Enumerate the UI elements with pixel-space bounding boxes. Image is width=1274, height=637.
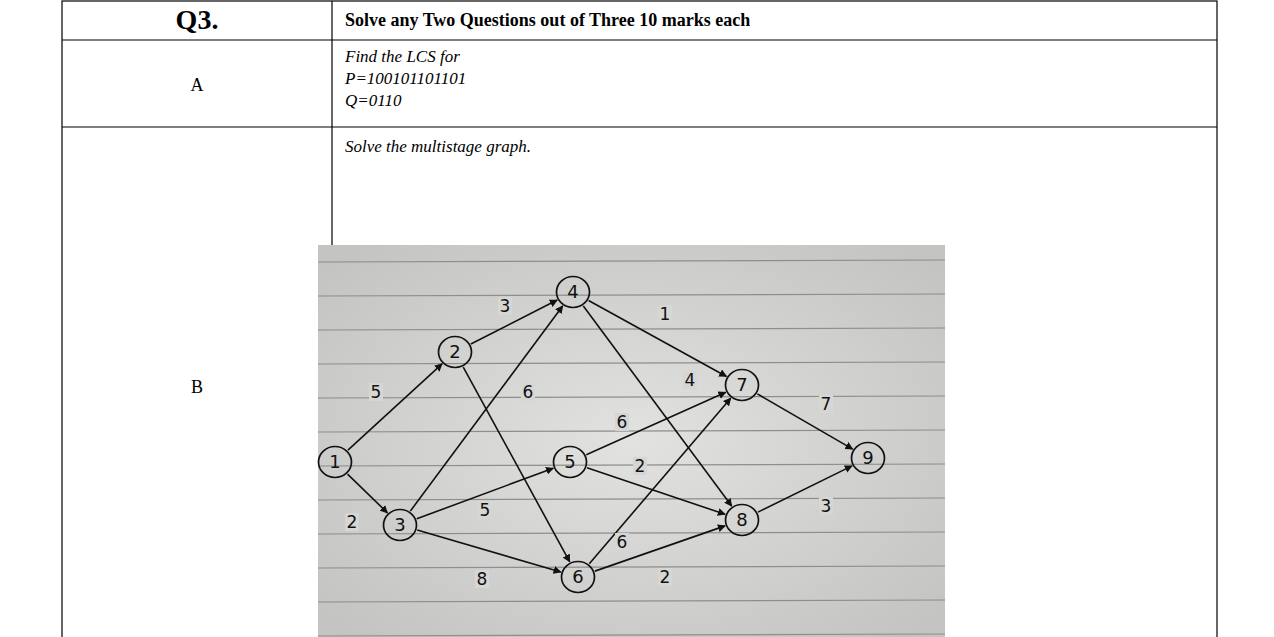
- edge-weight: 8: [475, 570, 490, 588]
- vertex-outline: [562, 562, 595, 593]
- graph-edge: [417, 468, 553, 519]
- graph-edge: [758, 466, 852, 512]
- sub-question-letter: A: [62, 74, 332, 96]
- graph-edge: [417, 530, 561, 572]
- question-number: Q3.: [62, 4, 332, 36]
- sub-question-letter: B: [62, 376, 332, 398]
- graph-edge: [471, 300, 557, 344]
- question-text: P=100101101101: [345, 68, 466, 90]
- vertex-number: 8: [736, 510, 747, 530]
- edge-weight: 3: [819, 497, 834, 515]
- vertex-outline: [726, 505, 759, 536]
- edge-weight: 2: [658, 568, 673, 586]
- graph-vertex: 1: [317, 445, 353, 479]
- vertex-number: 9: [862, 448, 873, 468]
- graph-vertex: 4: [555, 275, 591, 309]
- edge-weight: 7: [819, 395, 834, 413]
- vertex-number: 1: [329, 452, 340, 472]
- edge-weight: 3: [498, 297, 513, 315]
- vertex-outline: [319, 447, 352, 478]
- question-text: Find the LCS for: [345, 46, 460, 68]
- graph-edge: [589, 398, 730, 564]
- edge-weight: 4: [683, 371, 698, 389]
- vertex-number: 2: [449, 342, 460, 362]
- graph-edge: [589, 301, 727, 377]
- graph-vertex: 5: [552, 445, 588, 479]
- vertex-number: 4: [567, 282, 578, 302]
- graph-edge: [586, 392, 725, 454]
- graph-edge: [348, 474, 388, 513]
- edge-weight: 6: [521, 383, 536, 401]
- edge-weight: 6: [615, 413, 630, 431]
- table-grid: [62, 1, 1217, 637]
- edge-weight: 6: [615, 533, 630, 551]
- graph-edge: [757, 394, 852, 449]
- graph-vertex: 9: [850, 441, 886, 475]
- vertex-outline: [439, 337, 472, 368]
- graph-edge: [583, 306, 731, 506]
- table-header: Solve any Two Questions out of Three 10 …: [345, 9, 750, 31]
- vertex-outline: [852, 443, 885, 474]
- vertex-outline: [384, 510, 417, 541]
- graph-vertex: 2: [437, 335, 473, 369]
- graph-edge: [348, 364, 442, 450]
- vertex-outline: [726, 370, 759, 401]
- edge-weight: 2: [345, 513, 360, 531]
- graph-edge: [595, 526, 725, 571]
- edge-weight: 5: [478, 501, 493, 519]
- graph-edge: [587, 468, 725, 515]
- vertex-number: 3: [394, 515, 405, 535]
- graph-vertex: 7: [724, 368, 760, 402]
- vertex-number: 5: [564, 452, 575, 472]
- question-text: Solve the multistage graph.: [345, 136, 531, 158]
- graph-vertex: 6: [560, 560, 596, 594]
- paper-photo: [318, 245, 945, 637]
- graph-vertex: 3: [382, 508, 418, 542]
- edge-weight: 1: [658, 305, 673, 323]
- vertex-number: 6: [572, 567, 583, 587]
- graph-vertex: 8: [724, 503, 760, 537]
- vertex-number: 7: [736, 375, 747, 395]
- edge-weight: 2: [633, 457, 648, 475]
- question-text: Q=0110: [345, 90, 402, 112]
- vertex-outline: [554, 447, 587, 478]
- graph-edge: [410, 306, 562, 511]
- edge-weight: 5: [369, 383, 384, 401]
- vertex-outline: [557, 277, 590, 308]
